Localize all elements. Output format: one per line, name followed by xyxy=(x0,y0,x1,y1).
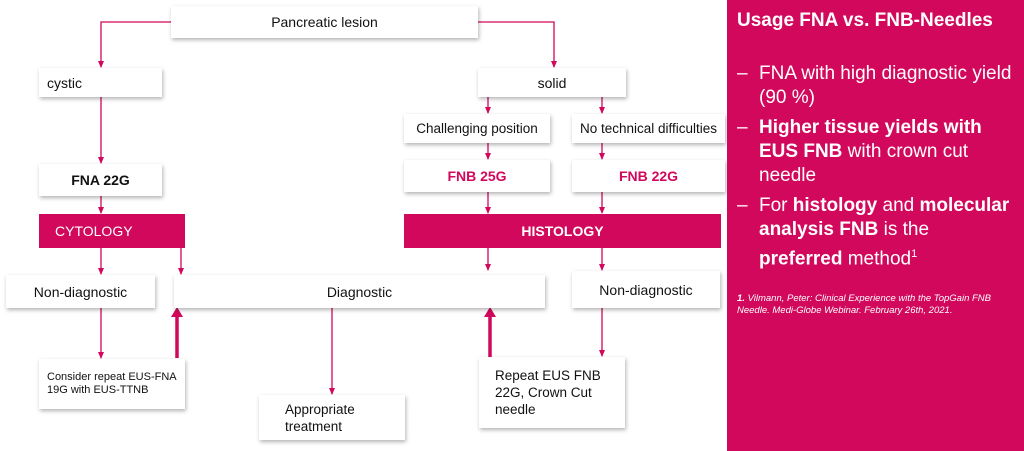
fnb22-label: FNB 22G xyxy=(618,168,679,184)
flow-connectors xyxy=(98,21,605,395)
bullet-histology-preferred: – For histology and molecular analysis F… xyxy=(737,194,1012,271)
bullet3-part: and xyxy=(877,195,920,216)
box-diagnostic: Diagnostic xyxy=(174,275,545,308)
bullet3-bold-histology: histology xyxy=(792,195,878,216)
bullet-dash: – xyxy=(737,117,748,138)
box-solid: solid xyxy=(478,68,626,97)
box-fnb-22g: FNB 22G xyxy=(572,160,725,192)
box-repeat-eus: Repeat EUS FNB 22G, Crown Cut needle xyxy=(479,357,625,428)
box-fna-22g: FNA 22G xyxy=(39,164,162,196)
bullet3-bold-molecular: molecular analysis FNB xyxy=(759,195,1010,240)
arrow-root-solid xyxy=(478,21,557,68)
fna22-label: FNA 22G xyxy=(71,172,130,188)
footnote: 1. Vilmann, Peter: Clinical Experience w… xyxy=(737,293,1012,317)
footnote-number: 1. xyxy=(737,293,745,305)
box-histology: HISTOLOGY xyxy=(404,214,721,248)
bullet3-part: method xyxy=(842,248,912,270)
solid-label: solid xyxy=(537,74,567,91)
fnb25-label: FNB 25G xyxy=(447,168,507,184)
footnote-text: Vilmann, Peter: Clinical Experience with… xyxy=(737,293,992,317)
repeat-label: Repeat EUS FNB 22G, Crown Cut needle xyxy=(495,368,601,417)
cystic-label: cystic xyxy=(47,74,82,91)
box-non-diagnostic-left: Non-diagnostic xyxy=(6,275,155,308)
footnote-marker: 1 xyxy=(911,248,918,260)
consider-label: Consider repeat EUS-FNA 19G with EUS-TTN… xyxy=(47,371,176,396)
box-cystic: cystic xyxy=(39,68,162,97)
bullet3-part: is the xyxy=(878,219,930,240)
bullet2-bold: Higher tissue yields with EUS FNB xyxy=(759,117,982,162)
bullet2-rest: with crown cut needle xyxy=(759,141,969,186)
diagnostic-label: Diagnostic xyxy=(326,283,393,300)
box-non-diagnostic-right: Non-diagnostic xyxy=(572,271,720,308)
root-label: Pancreatic lesion xyxy=(271,14,378,30)
bullet1-text: FNA with high diagnostic yield (90 %) xyxy=(759,63,1012,108)
box-consider-repeat: Consider repeat EUS-FNA 19G with EUS-TTN… xyxy=(39,359,185,409)
bullet-dash: – xyxy=(737,63,748,84)
challenging-label: Challenging position xyxy=(416,121,538,136)
box-cytology: CYTOLOGY xyxy=(39,214,185,248)
panel-title: Usage FNA vs. FNB-Needles xyxy=(737,10,993,31)
bullet-tissue-yields: – Higher tissue yields with EUS FNB with… xyxy=(737,116,1012,188)
nondiag-right-label: Non-diagnostic xyxy=(599,281,693,298)
box-fnb-25g: FNB 25G xyxy=(404,160,550,192)
nondiag-left-label: Non-diagnostic xyxy=(33,283,128,300)
bullet3-part: For xyxy=(759,195,793,216)
box-pancreatic-lesion: Pancreatic lesion xyxy=(171,6,478,38)
bullet-dash: – xyxy=(737,195,748,216)
arrow-root-cystic xyxy=(98,21,171,68)
box-no-technical-difficulties: No technical difficulties xyxy=(572,114,725,143)
bullet-fna-yield: – FNA with high diagnostic yield (90 %) xyxy=(737,62,1012,110)
panel-bullet-list: – FNA with high diagnostic yield (90 %) … xyxy=(737,62,1012,271)
notech-label: No technical difficulties xyxy=(579,121,718,136)
bullet3-bold-preferred: preferred xyxy=(759,248,843,270)
box-appropriate-treatment: Appropriate treatment xyxy=(259,395,405,440)
cytology-label: CYTOLOGY xyxy=(55,223,133,239)
info-panel: Usage FNA vs. FNB-Needles – FNA with hig… xyxy=(727,0,1024,451)
box-challenging-position: Challenging position xyxy=(404,114,550,143)
histology-label: HISTOLOGY xyxy=(521,223,604,239)
appropriate-label: Appropriate treatment xyxy=(285,401,355,434)
